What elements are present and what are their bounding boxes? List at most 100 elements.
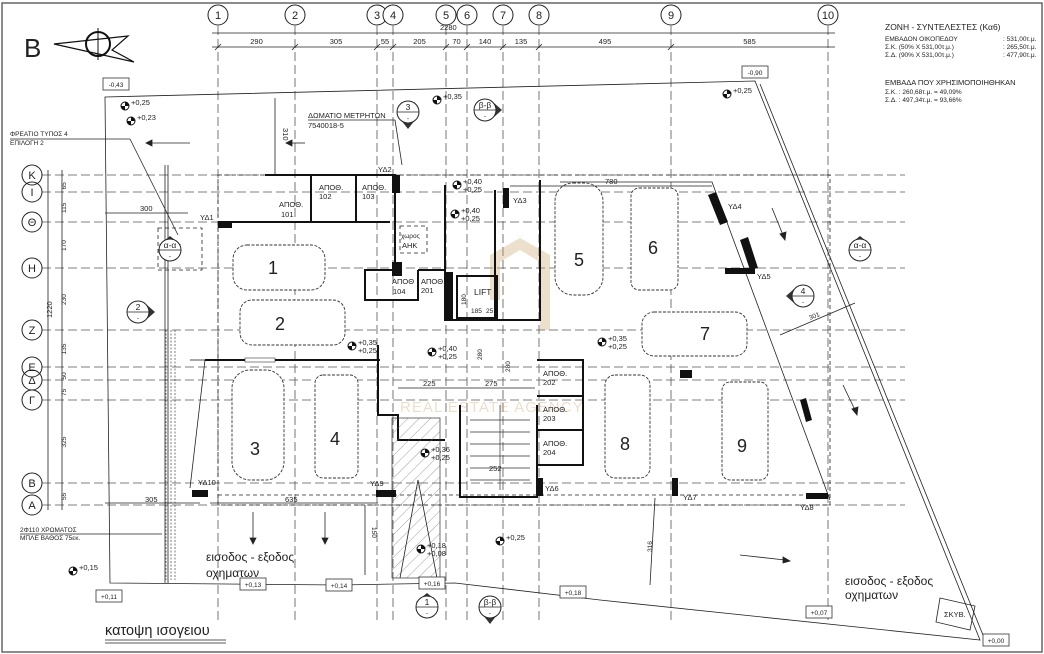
section-arrow-icon (147, 305, 155, 319)
grid-bubble-row (21, 472, 43, 494)
elevation-value: +0,25 (733, 86, 752, 95)
grid-column-label: 8 (536, 10, 542, 22)
column-label: ΥΔ1 (200, 213, 214, 222)
dimension-total-left: 1220 (45, 301, 54, 318)
svg-text:ΑΠΟΘ.: ΑΠΟΘ. (543, 439, 567, 448)
elevation-value: +0,25 (438, 352, 457, 361)
grid-row-label: Κ (28, 170, 36, 182)
elevation-value: +0,25 (461, 214, 480, 223)
svg-text:2: 2 (275, 314, 285, 334)
elevation-value: +0,35 (443, 92, 462, 101)
svg-text:Σ.Κ. : 260,68τ.μ. = 49,09%: Σ.Κ. : 260,68τ.μ. = 49,09% (885, 89, 962, 96)
elevation-value: +0,35 (608, 334, 627, 343)
dimension-segment-left: 115 (61, 202, 68, 213)
grid-bubble-row (21, 494, 43, 516)
section-marker-sub: - (489, 610, 491, 617)
grid-row-label: Β (28, 478, 35, 490)
parking-space-5: 5 (554, 182, 604, 296)
lift-label: LIFT (474, 287, 491, 297)
lift: LIFT 180 185 25 (456, 275, 498, 319)
arrow-down-icon (249, 537, 257, 545)
arrow-right-icon (782, 556, 792, 564)
grid-bubble-row (21, 356, 43, 378)
grid-row-label: Δ (28, 375, 36, 387)
section-marker: α-α- (158, 236, 182, 262)
grid-bubble-column (817, 4, 839, 26)
section-marker-sub: - (407, 115, 409, 122)
column-label: ΥΔ5 (757, 272, 771, 281)
elevation-mark: +0,40+0,25 (450, 206, 480, 223)
elevation-mark: +0,25 (722, 86, 752, 99)
grid-bubble-column (492, 4, 514, 26)
elevation-mark: +0,40+0,25 (427, 344, 457, 361)
svg-text:103: 103 (362, 192, 375, 201)
bins-area: ΣΚΥΒ. (935, 597, 976, 631)
column-label: ΥΔ4 (728, 202, 742, 211)
room-101: ΑΠΟΘ.101 (279, 200, 303, 219)
column-label: ΥΔ8 (800, 503, 814, 512)
dimension-segment-top: 70 (452, 37, 460, 46)
level-tag: +0,14 (331, 583, 348, 590)
dimension-label: 280 (505, 361, 512, 372)
svg-text:8: 8 (620, 434, 630, 454)
elevation-value: +0,23 (137, 113, 156, 122)
elevation-mark: +0,25 (120, 98, 150, 111)
svg-text:9: 9 (737, 436, 747, 456)
elevation-mark: +0,36+0,25 (420, 445, 450, 462)
drawing-title: κατοψη ισογειου (105, 623, 226, 644)
elevation-mark: +0,35 (432, 92, 462, 105)
grid-bubble-row (21, 211, 43, 233)
elevation-value: +0,36 (431, 445, 450, 454)
vehicle-entrance-label: οχηματων (845, 588, 898, 602)
vehicle-entrance-label: εισοδος - εξοδος (206, 550, 294, 564)
parking-space-4: 4 (314, 374, 359, 479)
dimension-segment-top: 305 (330, 37, 343, 46)
section-marker-label: β-β (479, 100, 492, 110)
level-tag: +0,11 (101, 594, 117, 601)
dimension-segment-left: 50 (61, 372, 68, 380)
grid-column-label: 10 (822, 10, 834, 22)
dimension-label: 305 (145, 495, 158, 504)
level-tag: +0,18 (565, 590, 582, 597)
manhole-note: ΦΡΕΑΤΙΟ ΤΥΠΟΣ 4 (10, 131, 68, 138)
section-marker: 1- (415, 593, 439, 619)
dimension-label: 280 (477, 349, 484, 360)
level-tag-box (805, 605, 833, 619)
north-arrow: B (24, 28, 135, 63)
arrow-down-icon (779, 231, 787, 241)
section-marker-label: 4 (801, 286, 806, 296)
grid-column-label: 3 (374, 10, 380, 22)
grid-bubble-column (382, 4, 404, 26)
column-block (708, 192, 728, 225)
elevation-value: +0,25 (431, 453, 450, 462)
elevation-mark: +0,35+0,25 (347, 338, 377, 355)
arrow-down-icon (321, 537, 329, 545)
grid-row-label: Α (28, 500, 36, 512)
svg-text:Σ.Κ. (50% Χ 531,00τ.μ.): Σ.Κ. (50% Χ 531,00τ.μ.) (885, 44, 954, 51)
parking-space-1: 1 (232, 244, 326, 291)
section-marker-sub: - (137, 315, 139, 322)
elevation-marks: +0,25+0,23+0,35+0,25+0,40+0,25+0,40+0,25… (68, 86, 752, 576)
level-tags: -0,43-0,90+0,11+0,13+0,14+0,16+0,18+0,07… (95, 65, 1010, 647)
pipe-note: 2Φ110 ΧΡΩΜΑΤΟΣ (20, 527, 77, 534)
parking-spaces: 1 2 3 4 5 6 7 8 9 (231, 182, 769, 481)
dimension-segment-top: 495 (599, 37, 612, 46)
column-block (537, 478, 543, 496)
room-103: ΑΠΟΘ.103 (362, 183, 386, 201)
dimension-segment-left: 170 (61, 240, 68, 251)
svg-text:3: 3 (250, 439, 260, 459)
svg-text:: 477,90τ.μ.: : 477,90τ.μ. (1003, 52, 1037, 59)
meter-room-note: 7540018-5 (308, 121, 344, 130)
svg-text:ΣΚΥΒ.: ΣΚΥΒ. (944, 610, 966, 619)
level-tag: +0,00 (988, 638, 1005, 645)
column-block (392, 175, 400, 193)
structural-columns: ΥΔ1 ΥΔ2 ΥΔ3 ΥΔ4 ΥΔ5 ΥΔ6 ΥΔ7 ΥΔ8 ΥΔ9 ΥΔ10 (192, 165, 828, 512)
section-marker: 4- (786, 284, 815, 308)
elevation-value: +0,25 (131, 98, 150, 107)
svg-text:ΑΠΟΘ: ΑΠΟΘ (392, 277, 414, 286)
svg-text:4: 4 (330, 429, 340, 449)
